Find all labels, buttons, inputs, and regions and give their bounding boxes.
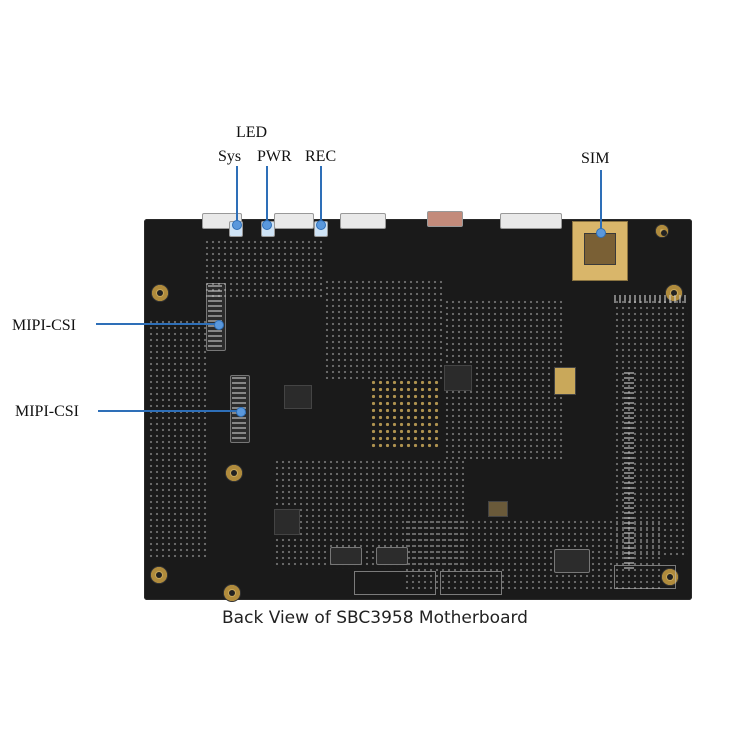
mount-hole <box>226 465 242 481</box>
silkscreen-box <box>440 571 502 595</box>
pointer-line-sys <box>236 166 238 224</box>
pwr-label: PWR <box>257 148 292 165</box>
mount-hole <box>662 569 678 585</box>
ic-chip <box>284 385 312 409</box>
rec-label: REC <box>305 148 337 165</box>
component-area <box>204 239 324 299</box>
ic-chip <box>444 365 472 391</box>
mount-hole <box>151 567 167 583</box>
pointer-dot <box>596 228 606 238</box>
pin-header <box>624 369 634 569</box>
pointer-dot <box>262 220 272 230</box>
mount-hole <box>224 585 240 601</box>
soc-bga <box>370 379 440 449</box>
component-area <box>148 319 208 559</box>
pointer-line-pwr <box>266 166 268 224</box>
ethernet-connector <box>500 213 562 229</box>
component-area <box>404 519 664 589</box>
pointer-dot <box>232 220 242 230</box>
mount-hole <box>152 285 168 301</box>
pin-header <box>614 295 688 303</box>
pointer-dot <box>214 320 224 330</box>
hdmi-connector <box>427 211 463 227</box>
ic-chip <box>554 367 576 395</box>
ic-chip <box>488 501 508 517</box>
component-area <box>274 459 464 569</box>
pointer-line-mipi-1 <box>96 323 218 325</box>
mipi-csi-label-1: MIPI-CSI <box>12 317 77 334</box>
silkscreen-box <box>614 565 676 589</box>
ic-chip <box>274 509 300 535</box>
pointer-line-rec <box>320 166 322 224</box>
bottom-connector <box>376 547 408 565</box>
component-area <box>324 279 444 379</box>
image-caption: Back View of SBC3958 Motherboard <box>222 608 528 628</box>
usb-connector <box>274 213 314 229</box>
pointer-line-sim <box>600 170 602 232</box>
sim-label: SIM <box>581 150 610 167</box>
bottom-connector <box>330 547 362 565</box>
bottom-connector <box>554 549 590 573</box>
silkscreen-box <box>354 571 436 595</box>
connector-pins <box>208 285 222 347</box>
audio-jack <box>656 225 668 237</box>
led-label: LED <box>236 124 268 141</box>
mipi-csi-label-2: MIPI-CSI <box>15 403 80 420</box>
usb-connector <box>340 213 386 229</box>
sys-label: Sys <box>218 148 242 165</box>
sim-contacts <box>584 233 616 265</box>
pointer-line-mipi-2 <box>98 410 240 412</box>
pointer-dot <box>316 220 326 230</box>
pointer-dot <box>236 407 246 417</box>
motherboard <box>144 211 692 601</box>
